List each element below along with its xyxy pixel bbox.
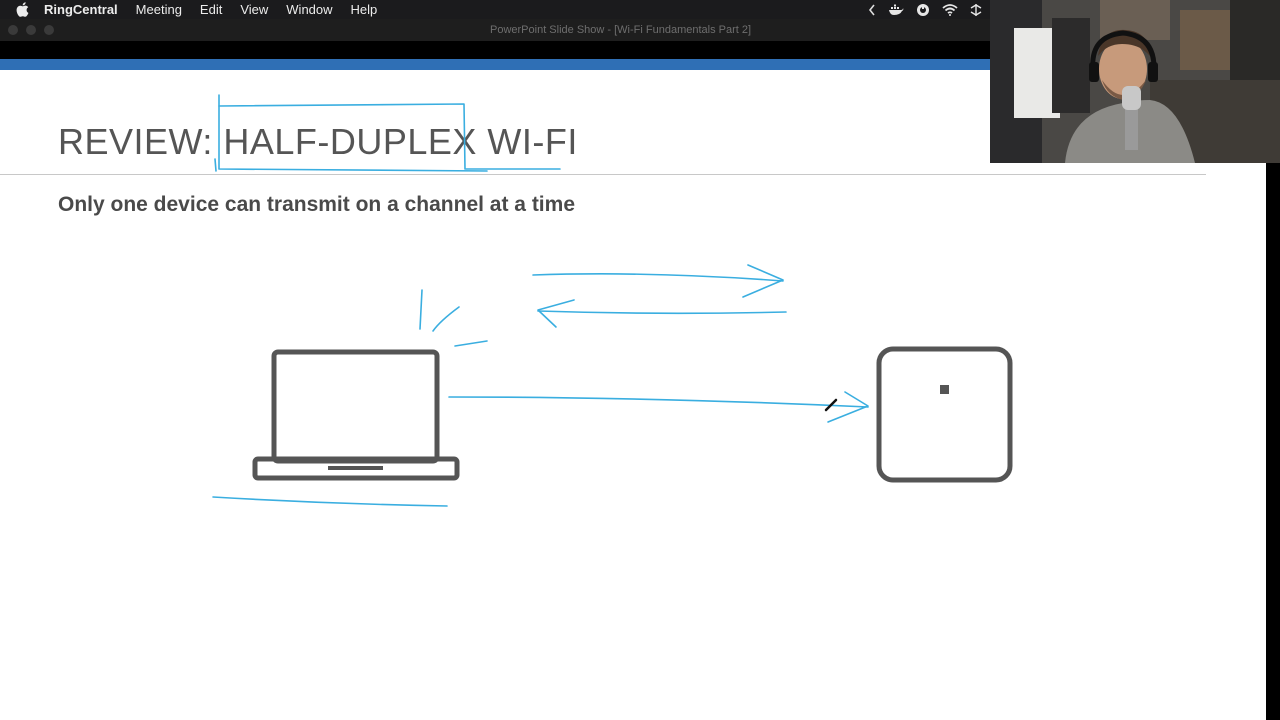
close-window-button[interactable] xyxy=(8,25,18,35)
presenter-webcam xyxy=(990,0,1280,163)
apple-icon[interactable] xyxy=(16,2,30,17)
window-controls xyxy=(8,25,54,35)
menu-bar: RingCentral Meeting Edit View Window Hel… xyxy=(0,0,1280,19)
slide-title: REVIEW: HALF-DUPLEX WI-FI xyxy=(58,121,578,162)
slide-subtitle: Only one device can transmit on a channe… xyxy=(58,193,575,216)
slide-accent-band xyxy=(0,59,990,70)
ring-icon[interactable] xyxy=(916,3,930,17)
menu-meeting[interactable]: Meeting xyxy=(135,2,182,17)
title-divider xyxy=(0,174,1206,175)
slide: REVIEW: HALF-DUPLEX WI-FI Only one devic… xyxy=(0,59,1266,720)
window-title-bar: PowerPoint Slide Show - [Wi-Fi Fundament… xyxy=(0,19,990,41)
wifi-icon[interactable] xyxy=(942,3,958,16)
minimize-window-button[interactable] xyxy=(26,25,36,35)
status-area xyxy=(868,0,982,19)
network-icon[interactable] xyxy=(970,3,982,16)
chevron-left-icon[interactable] xyxy=(868,4,876,16)
zoom-window-button[interactable] xyxy=(44,25,54,35)
menu-app-ringcentral[interactable]: RingCentral xyxy=(44,2,118,17)
docker-icon[interactable] xyxy=(888,4,904,16)
menu-view[interactable]: View xyxy=(240,2,269,17)
window-title: PowerPoint Slide Show - [Wi-Fi Fundament… xyxy=(490,24,752,36)
menu-window[interactable]: Window xyxy=(286,2,333,17)
menu-help[interactable]: Help xyxy=(350,2,378,17)
menu-edit[interactable]: Edit xyxy=(199,2,223,17)
